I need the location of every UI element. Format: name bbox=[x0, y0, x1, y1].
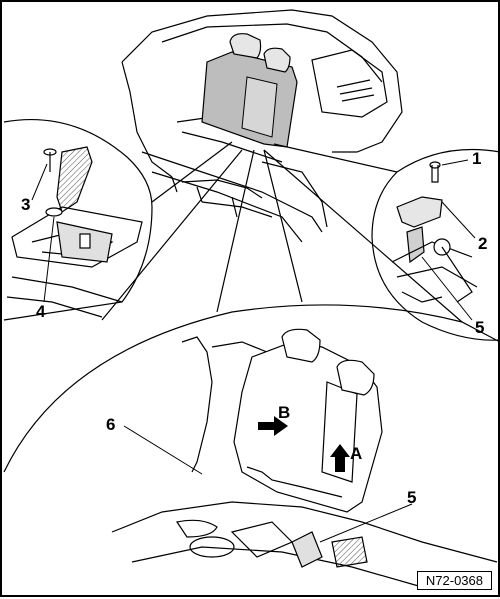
left-anchor-detail bbox=[6, 146, 143, 318]
detail-left-outline bbox=[3, 119, 233, 321]
vehicle-interior-overview bbox=[121, 9, 403, 243]
callout-number: 5 bbox=[407, 488, 417, 507]
hinge-bracket-icon bbox=[396, 196, 443, 264]
rear-seat-backrest bbox=[201, 33, 298, 148]
pull-arrow-icon bbox=[330, 444, 350, 472]
right-hinge-detail bbox=[391, 161, 478, 303]
callout-leaders bbox=[31, 159, 476, 543]
arrow-label-b: B bbox=[278, 403, 291, 422]
callout-number: 5 bbox=[475, 318, 485, 337]
detail-lower-outline bbox=[3, 149, 500, 473]
figure-id-label: N72-0368 bbox=[416, 571, 492, 590]
bolt-icon bbox=[43, 148, 57, 172]
callout-number: 1 bbox=[472, 149, 482, 168]
detail-right-outline bbox=[273, 143, 500, 341]
callout-number: 6 bbox=[106, 415, 116, 434]
callout-number: 4 bbox=[36, 302, 46, 321]
lower-seat-detail bbox=[111, 328, 498, 588]
callout-number: 3 bbox=[21, 195, 31, 214]
callout-number: 2 bbox=[478, 234, 488, 253]
push-arrow-icon bbox=[258, 416, 288, 436]
arrow-label-a: A bbox=[350, 444, 363, 463]
bolt-icon bbox=[429, 161, 441, 183]
